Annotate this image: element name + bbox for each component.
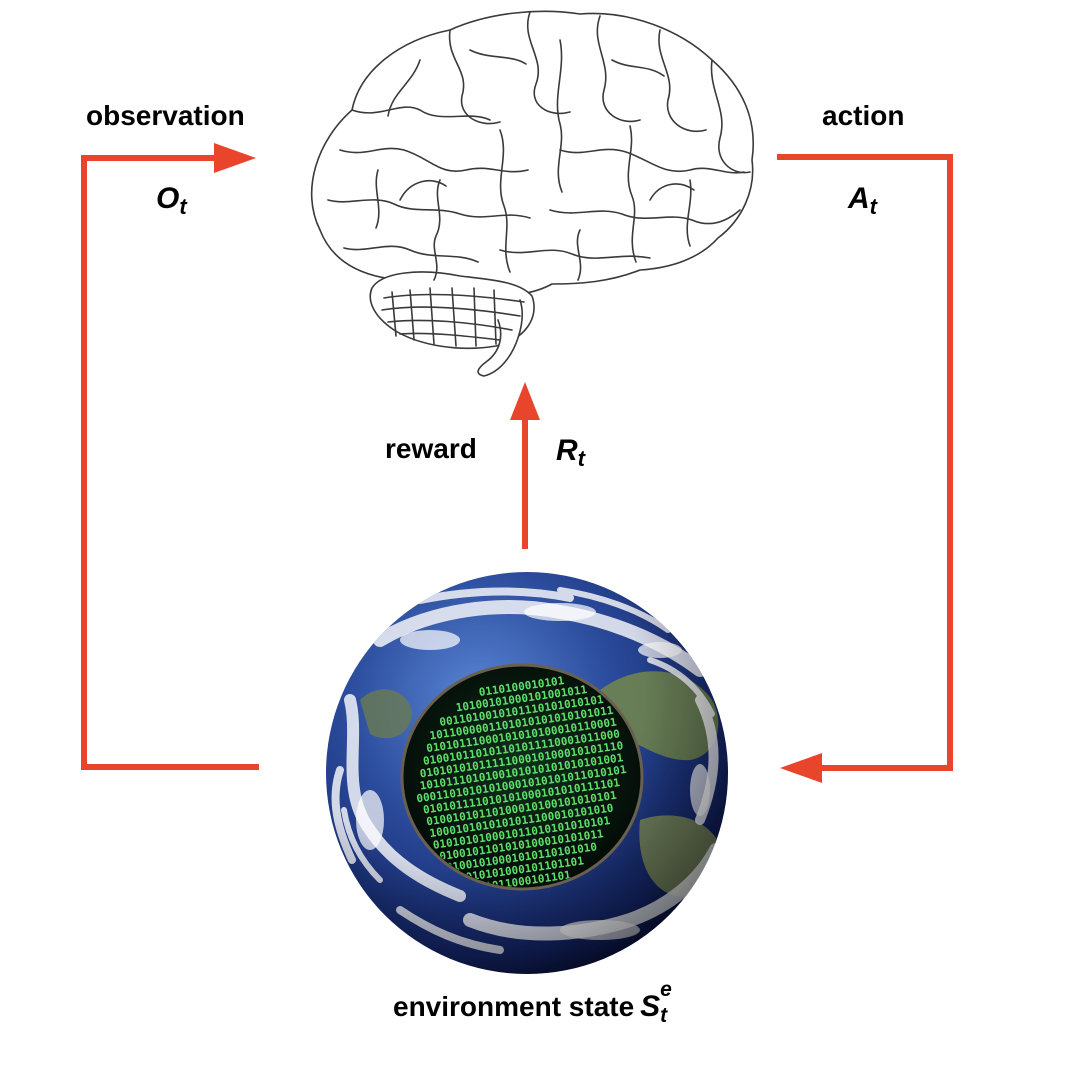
- environment-symbol-letter: S: [640, 990, 661, 1023]
- observation-symbol-letter: O: [156, 182, 180, 215]
- earth-globe: 0110100010101101001010001010010110011010…: [326, 572, 728, 974]
- earth-core-hole: [400, 663, 644, 891]
- brain-illustration: [310, 10, 754, 377]
- observation-arrow: [81, 143, 259, 770]
- brain-stem: [477, 299, 523, 377]
- action-arrow: [777, 154, 953, 783]
- action-symbol-letter: A: [848, 182, 870, 215]
- environment-label-text: environment state: [393, 991, 635, 1022]
- reward-symbol: Rt: [556, 434, 585, 472]
- reward-symbol-letter: R: [556, 434, 578, 467]
- binary-digits: 0110100010101101001010001010010110011010…: [416, 674, 628, 887]
- brain-cerebellum: [369, 271, 535, 350]
- action-label: action: [822, 100, 905, 131]
- observation-symbol-subscript: t: [179, 194, 187, 219]
- brain-cerebrum-outline: [310, 10, 754, 297]
- reward-arrow: [510, 382, 540, 549]
- environment-symbol-subscript: t: [660, 1004, 668, 1027]
- reward-symbol-subscript: t: [577, 446, 585, 471]
- observation-symbol: Ot: [156, 182, 187, 220]
- action-symbol-subscript: t: [869, 194, 877, 219]
- observation-label: observation: [86, 100, 245, 131]
- action-symbol: At: [848, 182, 877, 220]
- reward-label: reward: [385, 433, 477, 464]
- environment-symbol-superscript: e: [660, 978, 672, 1001]
